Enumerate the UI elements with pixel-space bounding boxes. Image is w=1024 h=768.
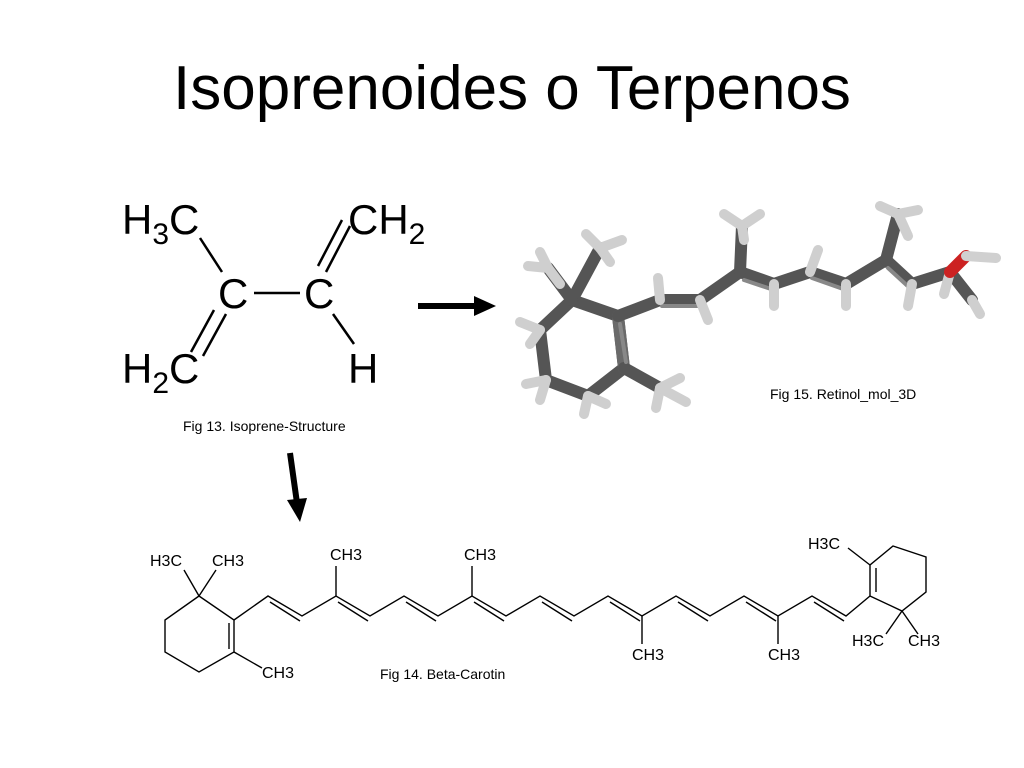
isoprene-structure: H3C CH2 C C H2C H [122, 196, 425, 400]
isoprene-bonds [189, 219, 356, 357]
atom-h-right: H [348, 345, 378, 392]
label-h3c-bottom-right: H3C [852, 633, 884, 650]
retinol-3d-model [515, 201, 1001, 419]
label-ch3-chain-2: CH3 [464, 547, 496, 564]
label-h3c-ring-right: H3C [808, 536, 840, 553]
label-ch3-chain-3: CH3 [632, 647, 664, 664]
label-ch3-chain-4: CH3 [768, 647, 800, 664]
caption-beta-carotene: Fig 14. Beta-Carotin [380, 666, 506, 682]
beta-carotene-labels: H3C CH3 CH3 CH3 CH3 CH3 CH3 H3C H3C CH3 [150, 536, 940, 682]
atom-h3c-left: H3C [122, 196, 199, 251]
atom-c-right: C [304, 270, 334, 317]
caption-retinol: Fig 15. Retinol_mol_3D [770, 386, 917, 402]
atom-h2c-left: H2C [122, 345, 199, 400]
beta-carotene-structure [164, 545, 927, 673]
caption-isoprene: Fig 13. Isoprene-Structure [183, 418, 346, 434]
label-ch3-bottom-right: CH3 [908, 633, 940, 650]
atom-c-left: C [218, 270, 248, 317]
arrow-down [287, 452, 307, 522]
label-ch3-ring-left: CH3 [262, 665, 294, 682]
atom-ch2-right: CH2 [348, 196, 425, 251]
arrow-right [418, 296, 496, 316]
label-ch3-chain-1: CH3 [330, 547, 362, 564]
slide-title: Isoprenoides o Terpenos [173, 54, 851, 123]
label-ch3-top-left: CH3 [212, 553, 244, 570]
label-h3c-top-left: H3C [150, 553, 182, 570]
